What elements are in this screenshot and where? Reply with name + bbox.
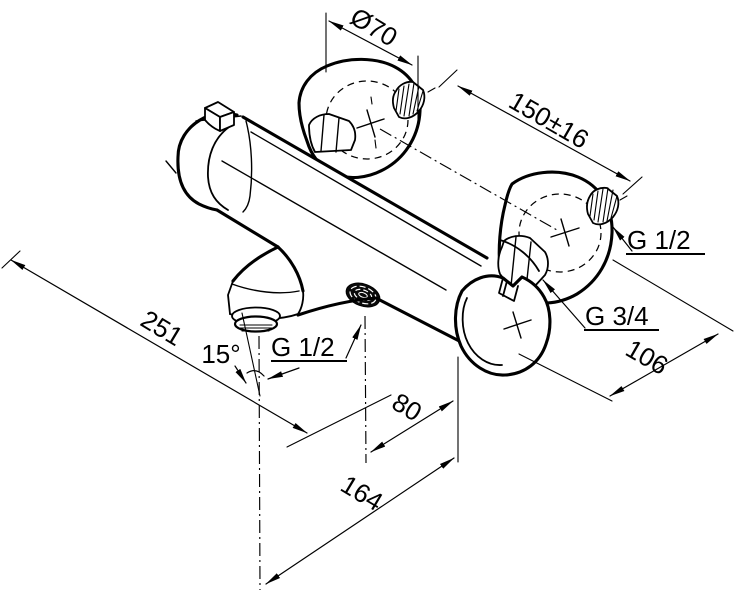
- aerator: [231, 306, 281, 333]
- center-mark: [550, 218, 580, 247]
- dim-wall-inlet-thread: G 1/2: [612, 225, 705, 255]
- dim-spout-angle: 15°: [201, 312, 300, 397]
- dim-aerator-to-handle: 164: [265, 457, 455, 585]
- dim-label-inlet-center-distance: 150±16: [504, 85, 594, 154]
- spout-outlet-axis: [258, 335, 261, 591]
- union-nut: [308, 113, 357, 153]
- handle-notch: [498, 277, 519, 302]
- safety-button: [204, 101, 235, 132]
- dim-shower-outlet-thread: G 1/2: [271, 324, 362, 362]
- handle-face: [461, 297, 503, 366]
- top-inlet-union: [297, 57, 436, 180]
- center-mark: [356, 109, 385, 138]
- dim-label-spout-reach: 251: [136, 304, 189, 352]
- dim-label-shower-outlet-thread: G 1/2: [271, 332, 335, 362]
- threaded-pipe: [586, 186, 628, 226]
- temperature-knob: [165, 101, 253, 213]
- dim-label-wall-offset: 106: [621, 333, 674, 381]
- dim-label-union-nut-thread: G 3/4: [585, 301, 649, 331]
- threaded-pipe: [392, 80, 436, 120]
- flow-handle: [453, 239, 552, 377]
- dim-outlet-to-handle: 80: [370, 387, 454, 453]
- knob-seam: [242, 120, 253, 213]
- knob-face: [207, 126, 230, 211]
- dim-union-nut-thread: G 3/4: [542, 279, 659, 331]
- dim-label-spout-angle: 15°: [201, 339, 240, 369]
- shower-outlet-axis: [364, 315, 367, 464]
- dim-label-aerator-to-handle: 164: [336, 469, 389, 517]
- escutcheon-circle: [518, 193, 602, 273]
- body-top-edge: [241, 115, 489, 260]
- center-mark: [503, 311, 532, 339]
- bottom-inlet-union: [497, 170, 628, 305]
- dim-label-wall-inlet-thread: G 1/2: [627, 225, 691, 255]
- body-bottom-edge: [215, 208, 280, 249]
